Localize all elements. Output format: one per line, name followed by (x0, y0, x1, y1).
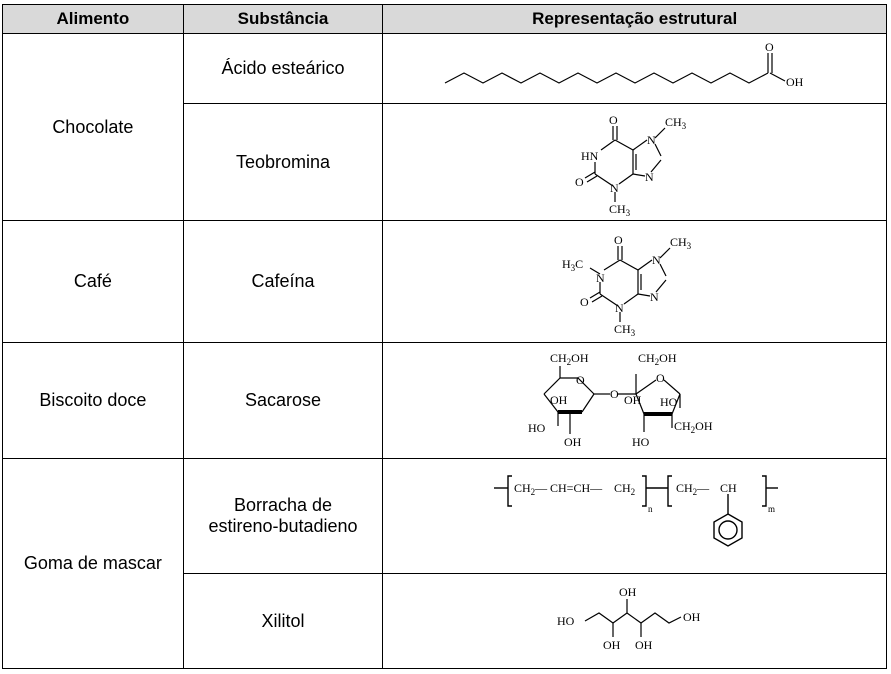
header-row: Alimento Substância Representação estrut… (2, 4, 887, 34)
structure-cell: CH2— CH=CH— CH2 n CH2— CH m (382, 458, 887, 574)
structure-cell: O HN O N N N CH3 CH3 (382, 103, 887, 221)
stearic-acid-structure: O OH (444, 40, 804, 89)
substance-cafeina: Cafeína (182, 220, 384, 343)
structure-cell: O H3C N O N N N CH3 CH3 (382, 220, 887, 343)
hydroxyl-label: OH (550, 393, 568, 407)
unit-ch2-label: CH2 (614, 481, 635, 497)
unit-ch-label: CH=CH— (550, 481, 603, 495)
header-representacao: Representação estrutural (382, 4, 887, 34)
theobromine-structure: O HN O N N N CH3 CH3 (575, 113, 687, 216)
methyl-label: H3C (562, 257, 583, 273)
nitrogen-label: N (610, 181, 619, 195)
hydroxyl-label: OH (624, 393, 642, 407)
ring-oxygen-label: O (576, 373, 585, 387)
subscript-m: m (768, 504, 775, 514)
oxygen-label: O (609, 113, 618, 127)
hydroxyl-label: HO (632, 435, 650, 449)
table-row: Teobromina (3, 103, 887, 221)
oxygen-label: O (580, 295, 589, 309)
substance-sacarose: Sacarose (182, 342, 384, 459)
hydroxyl-label: HO (557, 614, 575, 628)
hydroxymethyl-label: CH2OH (638, 351, 677, 367)
nitrogen-label: N (647, 133, 656, 147)
methyl-label: CH3 (614, 322, 636, 336)
hydroxyl-label: OH (786, 75, 804, 89)
substance-line: Borracha de (233, 495, 333, 515)
substance-line: estireno-butadieno (208, 516, 358, 536)
nitrogen-label: N (596, 271, 605, 285)
substance-acido-estearico: Ácido esteárico (182, 33, 384, 104)
food-chocolate: Chocolate (2, 33, 184, 221)
sucrose-structure: CH2OH O OH HO OH O CH2OH O HO OH HO CH2O… (528, 351, 713, 449)
caffeine-structure: O H3C N O N N N CH3 CH3 (562, 233, 692, 336)
nh-label: HN (581, 149, 599, 163)
methyl-label: CH3 (670, 235, 692, 251)
hydroxyl-label: OH (603, 638, 621, 652)
oxygen-label: O (575, 175, 584, 189)
oxygen-label: O (765, 40, 774, 54)
structure-cell: HO OH OH OH OH (382, 573, 887, 669)
methyl-label: CH3 (665, 115, 687, 131)
table-row: Xilitol HO OH OH OH OH (3, 573, 887, 669)
substance-xilitol: Xilitol (182, 573, 384, 669)
table-row: Goma de mascar Borracha de estireno-buta… (2, 458, 887, 669)
food-goma-de-mascar: Goma de mascar (2, 458, 184, 669)
oxygen-label: O (614, 233, 623, 247)
food-biscoito-doce: Biscoito doce (2, 342, 184, 459)
unit-ch-label: CH (720, 481, 737, 495)
hydroxyl-label: OH (564, 435, 582, 449)
unit-ch2-label: CH2— (676, 481, 710, 497)
hydroxyl-label: OH (635, 638, 653, 652)
methyl-label: CH3 (609, 202, 631, 216)
substance-borracha: Borracha de estireno-butadieno (182, 458, 384, 574)
hydroxyl-label: HO (528, 421, 546, 435)
xylitol-structure: HO OH OH OH OH (557, 585, 701, 652)
table-row: Café Cafeína (2, 220, 887, 343)
structure-cell: CH2OH O OH HO OH O CH2OH O HO OH HO CH2O… (382, 342, 887, 459)
hydroxymethyl-label: CH2OH (674, 419, 713, 435)
glycosidic-oxygen-label: O (610, 387, 619, 401)
header-alimento: Alimento (2, 4, 184, 34)
nitrogen-label: N (650, 290, 659, 304)
nitrogen-label: N (645, 170, 654, 184)
hydroxyl-label: OH (619, 585, 637, 599)
structure-cell: O OH (382, 33, 887, 104)
unit-ch2-label: CH2— (514, 481, 548, 497)
food-cafe: Café (2, 220, 184, 343)
substance-teobromina: Teobromina (182, 103, 384, 221)
food-substances-table: Alimento Substância Representação estrut… (2, 4, 887, 669)
hydroxyl-label: OH (683, 610, 701, 624)
hydroxyl-label: HO (660, 395, 678, 409)
subscript-n: n (648, 504, 653, 514)
hydroxymethyl-label: CH2OH (550, 351, 589, 367)
nitrogen-label: N (652, 253, 661, 267)
sbr-structure: CH2— CH=CH— CH2 n CH2— CH m (493, 475, 778, 547)
table-row: Biscoito doce Sacarose (2, 342, 887, 459)
table-row: Chocolate Ácido esteárico O OH (2, 33, 887, 221)
ring-oxygen-label: O (656, 371, 665, 385)
nitrogen-label: N (615, 301, 624, 315)
header-substancia: Substância (182, 4, 384, 34)
